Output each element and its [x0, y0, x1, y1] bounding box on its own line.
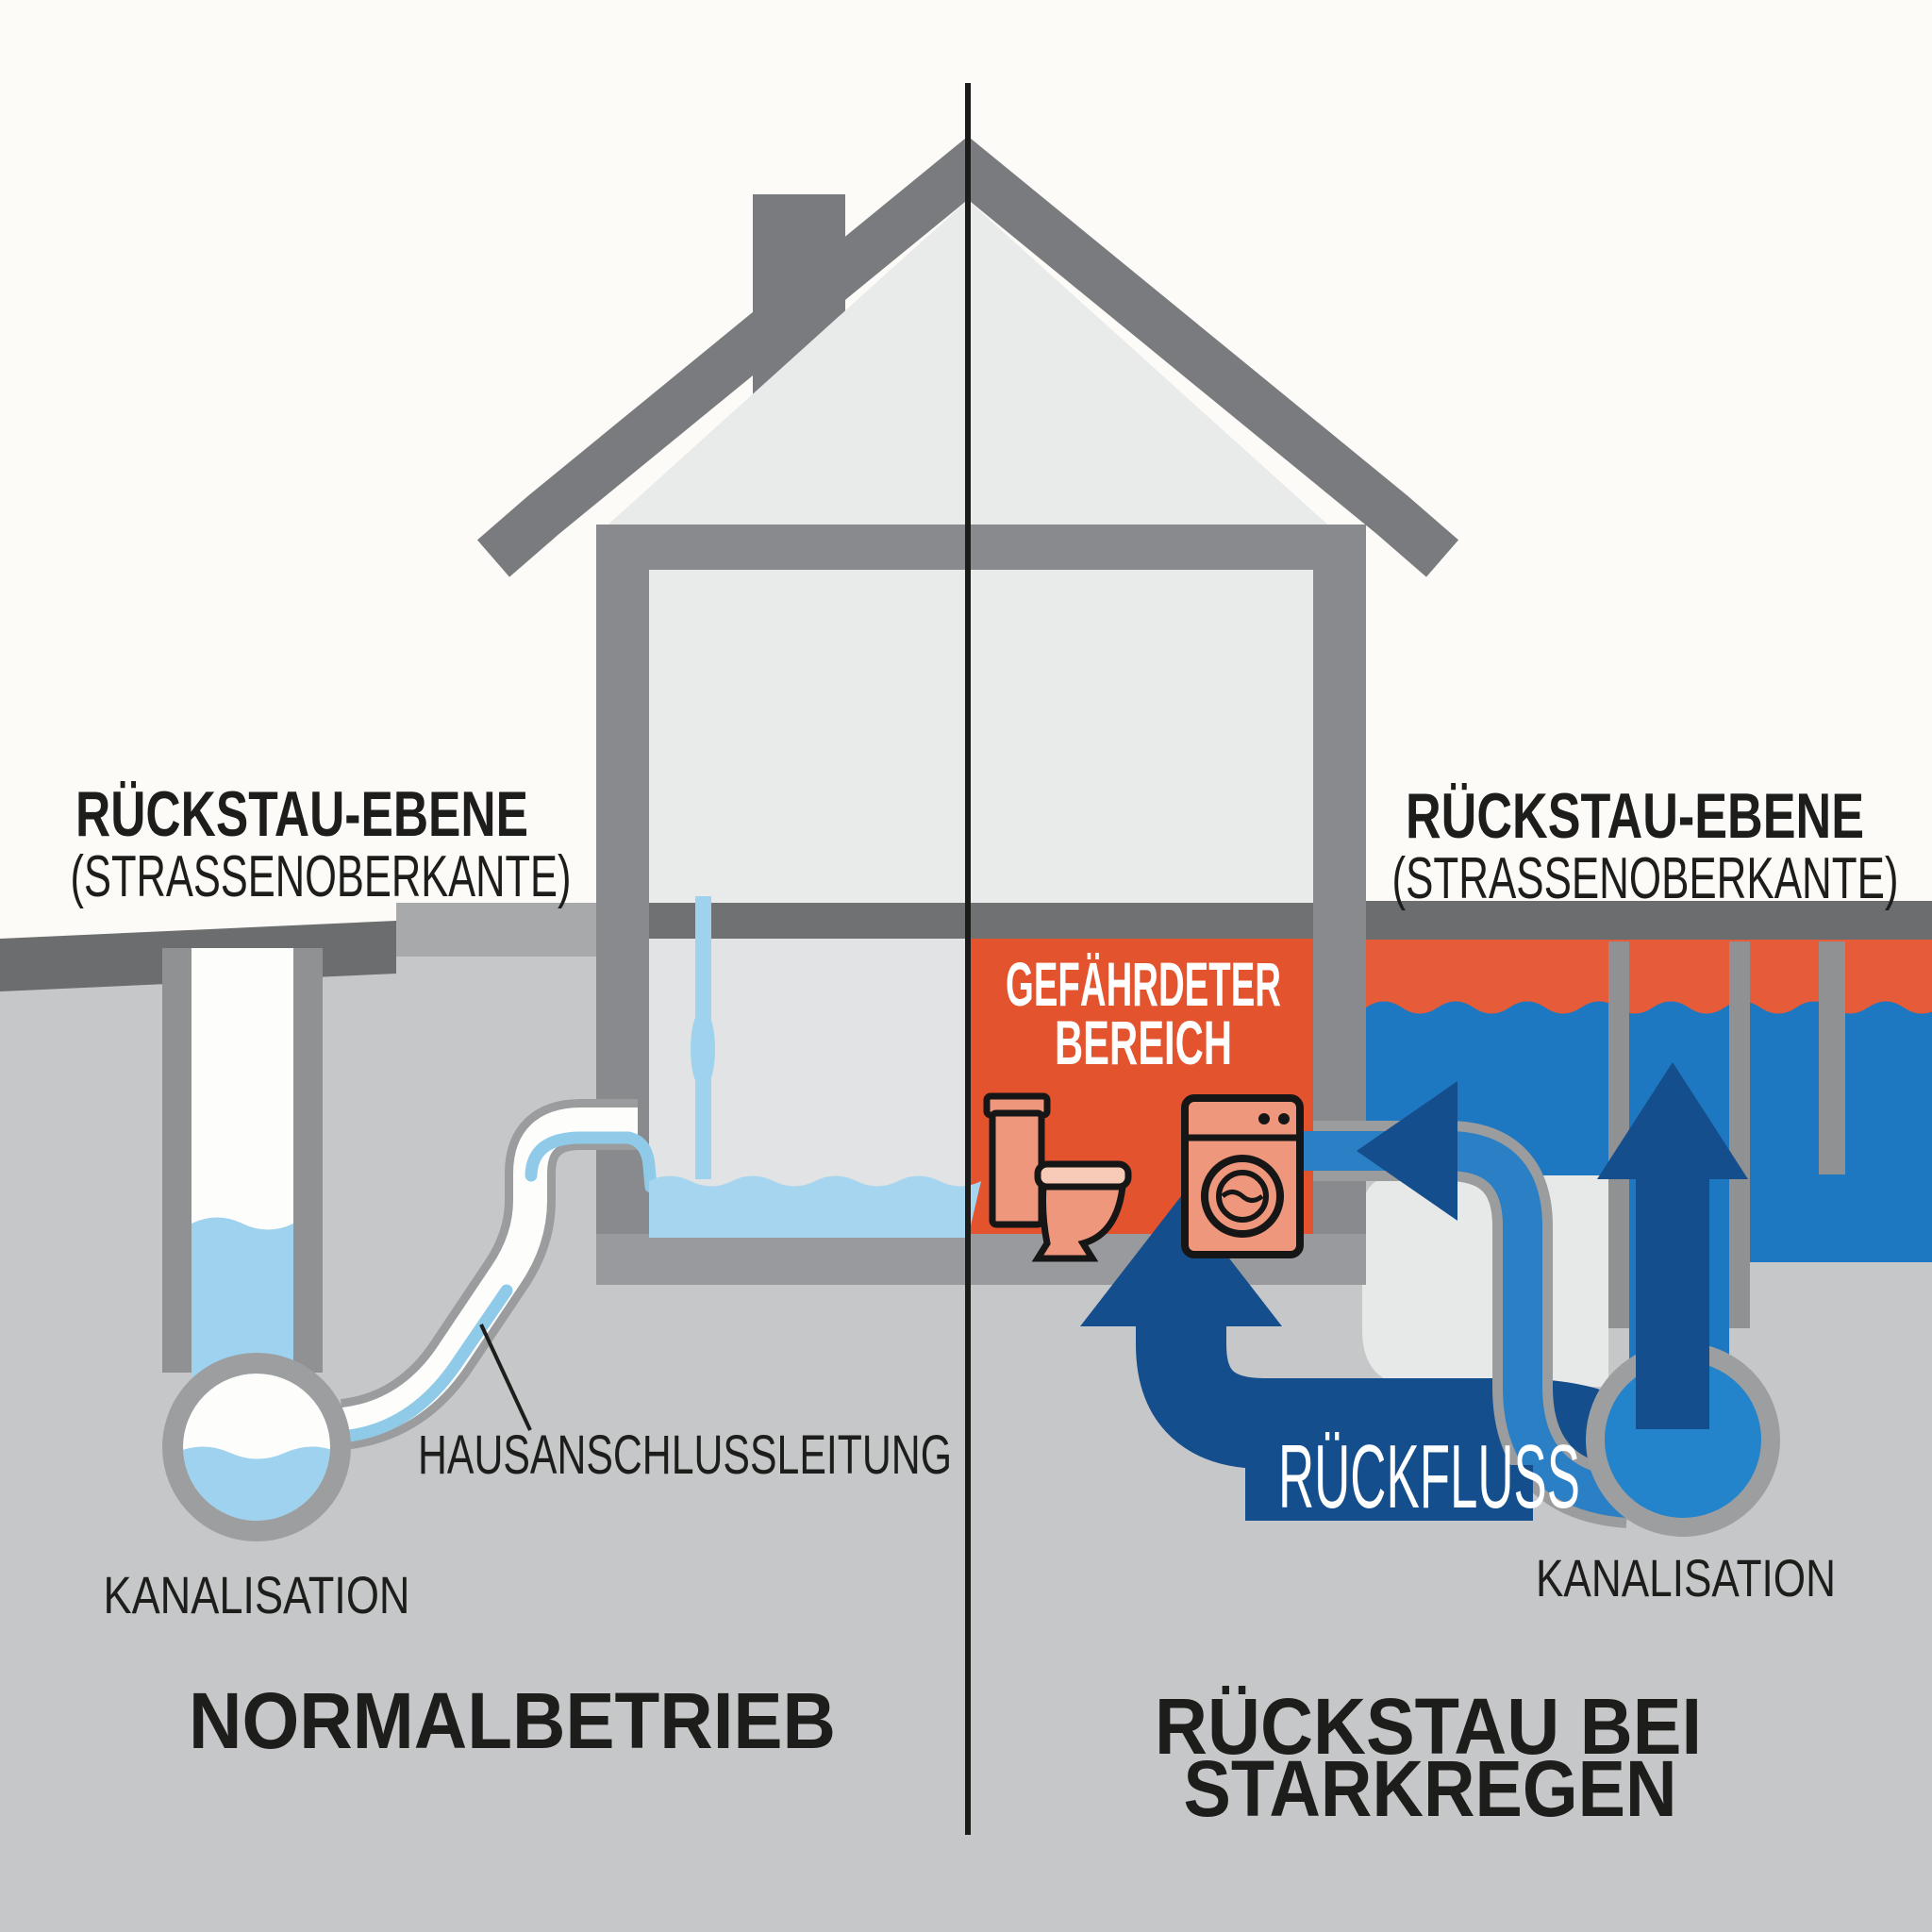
soil-island	[1362, 1175, 1608, 1387]
right-shaft-wall-right	[1729, 941, 1750, 1328]
pipe-trickle-upper	[525, 1131, 658, 1193]
sidewalk-platform	[396, 903, 596, 957]
ground-floor-slab	[596, 903, 1366, 939]
right-scene-title-line2: STARKREGEN	[1184, 1744, 1677, 1833]
basement-pool	[649, 1175, 981, 1238]
backflow-label-plate	[1245, 1465, 1533, 1521]
left-scene-title: NORMALBETRIEB	[189, 1676, 836, 1765]
toilet-bowl	[1031, 1183, 1126, 1262]
right-street-level-label: (STRASSENOBERKANTE)	[1392, 846, 1899, 911]
backflow-label: RÜCKFLUSS	[1278, 1426, 1580, 1527]
street-right	[1366, 901, 1932, 941]
rising-arrow-shaft	[1636, 1174, 1709, 1429]
left-shaft-wall-left	[162, 948, 192, 1373]
right-backflow-level-label: RÜCKSTAU-EBENE	[1406, 780, 1864, 852]
washer-knob-1	[1258, 1113, 1270, 1124]
flooded-connection-water	[1313, 1131, 1630, 1518]
inflow-arrow-head	[1357, 1081, 1457, 1221]
house-connection-label: HAUSANSCHLUSSLEITUNG	[418, 1424, 952, 1486]
attic-floor-band	[596, 525, 1366, 570]
pipe-trickle-lower	[342, 1284, 513, 1442]
pipe-label-leader-line	[479, 1324, 532, 1431]
danger-zone-label-line2: BEREICH	[1055, 1008, 1232, 1077]
stream-droplet	[691, 1009, 715, 1089]
right-scene-title-line1: RÜCKSTAU BEI	[1155, 1682, 1702, 1771]
buried-pillar	[1819, 941, 1845, 1174]
house-right-wall	[1313, 525, 1366, 1236]
cellar-arrow-head	[1080, 1196, 1282, 1326]
left-shaft-water	[192, 1217, 293, 1377]
right-backflow-system	[1080, 1062, 1780, 1537]
left-sewer-label: KANALISATION	[104, 1565, 410, 1624]
right-shaft-wall-left	[1608, 941, 1629, 1328]
flood-water-surface	[1366, 1001, 1932, 1042]
toilet-icon	[983, 1092, 1132, 1262]
washer-water-line	[1221, 1190, 1264, 1203]
left-shaft-wall-right	[293, 948, 323, 1373]
left-street-level-label: (STRASSENOBERKANTE)	[71, 844, 572, 909]
toilet-seat	[1034, 1160, 1132, 1191]
right-sewer-label: KANALISATION	[1536, 1548, 1836, 1607]
scene-divider-line	[965, 83, 971, 1835]
house-connection-pipe-interior	[341, 1108, 638, 1441]
toilet-tank	[989, 1109, 1045, 1228]
washing-machine-icon	[1181, 1094, 1304, 1258]
washer-knob-2	[1278, 1113, 1290, 1124]
left-backflow-level-label: RÜCKSTAU-EBENE	[75, 778, 528, 850]
danger-zone-label-line1: GEFÄHRDETER	[1006, 949, 1281, 1019]
rising-arrow-head	[1597, 1062, 1748, 1179]
house-interior	[649, 570, 1313, 903]
left-sewer-pipe-ring	[162, 1353, 351, 1541]
left-sewer-system	[162, 948, 658, 1541]
washer-door-inner	[1216, 1170, 1269, 1223]
